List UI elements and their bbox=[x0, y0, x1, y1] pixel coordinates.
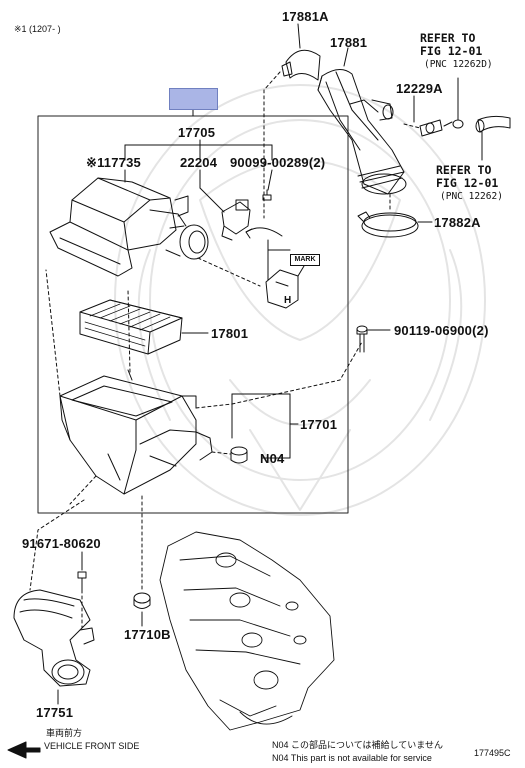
mark-letter: H bbox=[284, 295, 292, 306]
refer-to-2-line1[interactable]: REFER TO bbox=[436, 163, 492, 177]
dash-case-cap bbox=[45, 269, 131, 397]
bolt-90119-drawing bbox=[356, 325, 391, 353]
air-filter-element-drawing bbox=[79, 299, 183, 355]
part-91671[interactable]: 91671-80620 bbox=[22, 536, 101, 551]
part-n04[interactable]: N04 bbox=[260, 451, 285, 466]
leader-17705 bbox=[124, 139, 273, 161]
dash-case-grommet bbox=[211, 451, 231, 455]
resonator-17751-drawing bbox=[13, 589, 95, 687]
footnote-en: N04 This part is not available for servi… bbox=[272, 753, 432, 763]
dash-cap-mark bbox=[197, 257, 261, 287]
part-22204[interactable]: 22204 bbox=[180, 155, 218, 170]
part-17801[interactable]: 17801 bbox=[211, 326, 249, 341]
dash-case-bolt bbox=[195, 341, 363, 409]
air-cleaner-case-drawing bbox=[59, 369, 213, 495]
part-17881a[interactable]: 17881A bbox=[282, 9, 329, 24]
figure-code: 177495C bbox=[474, 748, 511, 758]
mass-air-flow-sensor-drawing bbox=[199, 169, 251, 241]
part-90099[interactable]: 90099-00289(2) bbox=[230, 155, 326, 170]
header-note: ※1 (1207- ) bbox=[14, 24, 61, 34]
refer-to-1-line2[interactable]: FIG 12-01 bbox=[420, 44, 483, 58]
dash-case-resonator bbox=[69, 475, 97, 505]
clamp-17882a-drawing bbox=[357, 211, 433, 238]
dash-clamp-assembly bbox=[263, 71, 281, 219]
part-17735[interactable]: ※117735 bbox=[86, 155, 141, 170]
refer-to-2-pnc[interactable]: (PNC 12262) bbox=[440, 191, 503, 202]
assembly-highlight bbox=[169, 88, 218, 110]
grommet-17710b-drawing bbox=[133, 592, 151, 627]
grommet-n04-drawing bbox=[230, 446, 248, 464]
leader-17701 bbox=[231, 393, 299, 459]
part-17751[interactable]: 17751 bbox=[36, 705, 74, 720]
dash-resonator bbox=[29, 499, 85, 629]
part-17705[interactable]: 17705 bbox=[178, 125, 216, 140]
screw-90099-drawing bbox=[262, 169, 273, 201]
dash-hose-vacuum bbox=[403, 123, 421, 129]
vehicle-front-en: VEHICLE FRONT SIDE bbox=[44, 741, 140, 751]
part-17701[interactable]: 17701 bbox=[300, 417, 338, 432]
vehicle-front-jp: 車両前方 bbox=[46, 728, 83, 738]
mark-detail bbox=[245, 227, 305, 309]
part-17881[interactable]: 17881 bbox=[330, 35, 368, 50]
part-17882a[interactable]: 17882A bbox=[434, 215, 481, 230]
refer-to-1-pnc[interactable]: (PNC 12262D) bbox=[424, 59, 493, 70]
vacuum-hose-drawing bbox=[413, 77, 511, 161]
assembly-frame bbox=[37, 115, 349, 514]
footnote-jp: N04 この部品については補給していません bbox=[272, 740, 444, 750]
vehicle-front-arrow bbox=[7, 741, 41, 759]
part-17710b[interactable]: 17710B bbox=[124, 627, 171, 642]
clamp-17881a-drawing bbox=[281, 23, 321, 81]
bolt-91671-drawing bbox=[77, 551, 87, 591]
air-cleaner-cap-drawing bbox=[49, 177, 209, 277]
watermark-emblem bbox=[114, 84, 486, 516]
part-90119[interactable]: 90119-06900(2) bbox=[394, 323, 489, 338]
refer-to-2-line2[interactable]: FIG 12-01 bbox=[436, 176, 499, 190]
leader-17881 bbox=[343, 47, 349, 67]
intake-hose-drawing bbox=[317, 69, 407, 195]
refer-to-1-line1[interactable]: REFER TO bbox=[420, 31, 476, 45]
mark-label: MARK bbox=[290, 254, 320, 266]
intake-manifold-drawing bbox=[159, 531, 335, 731]
part-12229a[interactable]: 12229A bbox=[396, 81, 443, 96]
